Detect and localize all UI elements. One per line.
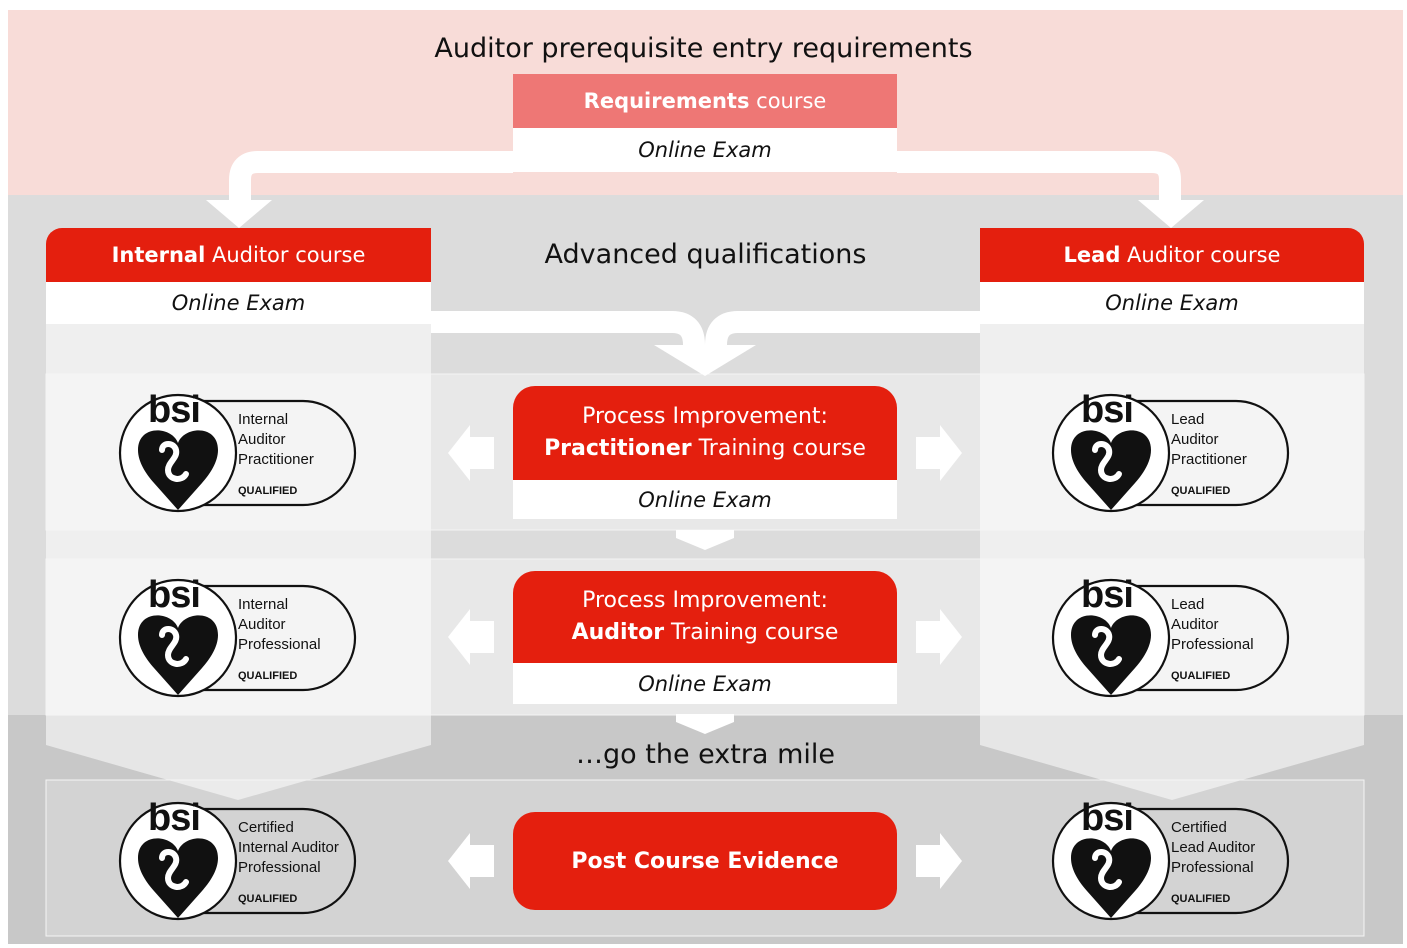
badge-qualified: QUALIFIED [1171,893,1230,905]
extra-mile-heading: …go the extra mile [576,738,835,770]
badge-line: Certified [238,819,294,836]
kitemark-icon [1071,615,1151,695]
kitemark-icon [1071,430,1151,510]
bsi-logo-text: bsi [148,797,200,839]
practitioner-bold: Practitioner [544,436,692,461]
badge-line: Certified [1171,819,1227,836]
bsi-logo-text: bsi [1081,574,1133,616]
bsi-logo-text: bsi [148,389,200,431]
lead-course-bold: Lead [1063,243,1121,267]
internal-exam: Online Exam [46,282,431,324]
lead-course-rest: Auditor course [1120,243,1281,267]
practitioner-rest: Training course [691,436,866,461]
badge-line: Professional [1171,636,1254,653]
page-title: Auditor prerequisite entry requirements [434,32,973,64]
badge-line: Practitioner [238,451,314,468]
lead-auditor-course-box: Lead Auditor course [980,228,1364,294]
merge-arrowhead [654,345,756,376]
badge-line: Lead [1171,411,1204,428]
auditor-course-box: Process Improvement: Auditor Training co… [513,571,897,675]
badge-line: Professional [238,859,321,876]
lead-exam: Online Exam [980,282,1364,324]
kitemark-icon [138,838,218,918]
arrow-left-row2 [448,609,494,665]
arrow-right-row2 [916,609,962,665]
practitioner-course-box: Process Improvement: Practitioner Traini… [513,386,897,492]
badge-line: Lead [1171,596,1204,613]
badge-qualified: QUALIFIED [238,670,297,682]
auditor-line1: Process Improvement: [582,588,828,613]
bsi-logo-text: bsi [1081,797,1133,839]
badge-qualified: QUALIFIED [1171,670,1230,682]
internal-course-bold: Internal [111,243,206,267]
badge-line: Auditor [1171,431,1219,448]
advanced-qualifications-heading: Advanced qualifications [544,238,867,270]
requirements-exam: Online Exam [513,128,897,172]
badge-line: Auditor [1171,616,1219,633]
badge-line: Internal [238,596,288,613]
badge-line: Professional [238,636,321,653]
badge-line: Auditor [238,431,286,448]
kitemark-icon [1071,838,1151,918]
arrow-right-row1 [916,425,962,481]
split-arrow-right [897,151,1181,202]
badge-line: Practitioner [1171,451,1247,468]
badge-line: Internal Auditor [238,839,339,856]
auditor-exam: Online Exam [513,663,897,704]
down-arrow-2 [676,714,734,734]
split-arrowhead-left [206,200,272,228]
internal-course-rest: Auditor course [205,243,366,267]
post-course-evidence-box: Post Course Evidence [513,812,897,910]
merge-arrow-left [431,311,705,346]
down-arrow-1 [676,530,734,550]
arrow-left-row1 [448,425,494,481]
auditor-rest: Training course [664,620,839,645]
badge-qualified: QUALIFIED [238,893,297,905]
split-arrowhead-right [1138,200,1204,228]
bsi-logo-text: bsi [1081,389,1133,431]
badge-qualified: QUALIFIED [238,485,297,497]
requirements-course-bold: Requirements [583,89,750,113]
split-arrow-left [229,151,513,202]
bsi-logo-text: bsi [148,574,200,616]
merge-arrow-right [705,311,980,346]
kitemark-icon [138,615,218,695]
practitioner-exam: Online Exam [513,480,897,519]
requirements-course-box: Requirements course [513,74,897,140]
requirements-course-rest: course [749,89,827,113]
auditor-bold: Auditor [571,620,665,645]
badge-qualified: QUALIFIED [1171,485,1230,497]
arrow-right-row3 [916,833,962,889]
internal-auditor-course-box: Internal Auditor course [46,228,431,294]
practitioner-line1: Process Improvement: [582,404,828,429]
badge-line: Lead Auditor [1171,839,1255,856]
kitemark-icon [138,430,218,510]
arrow-left-row3 [448,833,494,889]
badge-line: Internal [238,411,288,428]
badge-line: Professional [1171,859,1254,876]
badge-line: Auditor [238,616,286,633]
